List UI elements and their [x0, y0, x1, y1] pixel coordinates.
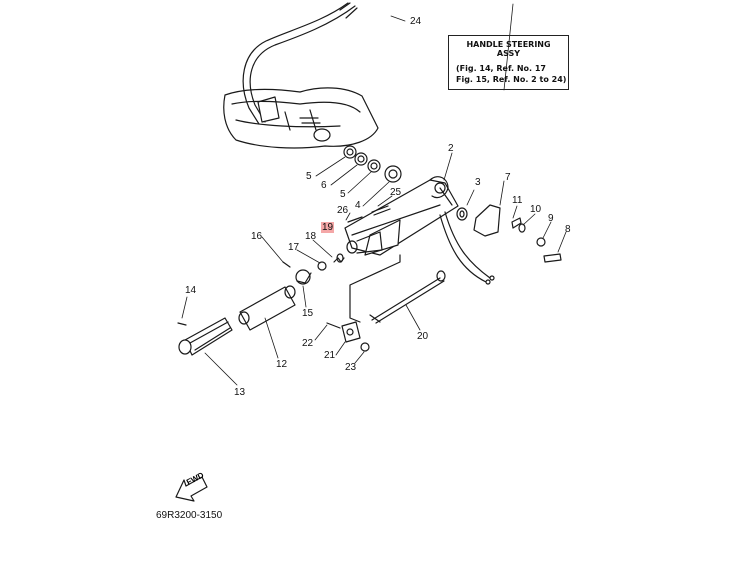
bracket-21 [341, 321, 361, 343]
washer-5b [367, 159, 381, 173]
callout-12[interactable]: 12 [276, 359, 288, 370]
callout-13[interactable]: 13 [234, 387, 246, 398]
callout-11[interactable]: 11 [512, 195, 523, 206]
washer-17 [317, 261, 327, 271]
callout-6[interactable]: 6 [321, 180, 327, 191]
friction-plate-7 [473, 204, 501, 237]
callout-18[interactable]: 18 [305, 231, 317, 242]
callout-14[interactable]: 14 [185, 285, 197, 296]
throttle-shaft-20 [369, 270, 446, 324]
washer-5a [343, 145, 357, 159]
fwd-arrow-icon [175, 476, 208, 502]
diagram-code: 69R3200-3150 [156, 510, 223, 521]
pin-26 [347, 216, 363, 223]
callout-3[interactable]: 3 [475, 177, 481, 188]
plate-19 [336, 253, 344, 263]
info-box-subtitle: ASSY [496, 49, 521, 58]
callout-8[interactable]: 8 [565, 224, 571, 235]
collar-3 [456, 207, 468, 221]
info-box-title: HANDLE STEERING [466, 40, 551, 49]
callout-22[interactable]: 22 [302, 338, 314, 349]
mount-bracket [223, 87, 379, 149]
callout-23[interactable]: 23 [345, 362, 357, 373]
callout-5-bottom[interactable]: 5 [340, 189, 346, 200]
info-box-ref-line: (Fig. 14, Ref. No. 17 [456, 64, 546, 73]
callout-19-highlight: 19 [321, 222, 335, 233]
throttle-wires [439, 211, 495, 285]
steering-handle-bracket-2 [344, 176, 459, 256]
info-box: HANDLE STEERING ASSY (Fig. 14, Ref. No. … [448, 35, 569, 90]
callout-7[interactable]: 7 [505, 172, 511, 183]
bushing-6 [354, 152, 368, 166]
steering-cable-24 [242, 2, 358, 125]
washer-10 [518, 223, 526, 233]
nut-23 [360, 342, 370, 352]
handle-grip-13 [178, 317, 233, 356]
info-box-ref-line: Fig. 15, Ref. No. 2 to 24) [456, 75, 567, 84]
callout-20[interactable]: 20 [417, 331, 429, 342]
callout-24[interactable]: 24 [410, 16, 422, 27]
callout-2[interactable]: 2 [448, 143, 454, 154]
callout-19[interactable]: 19 [321, 222, 335, 234]
callout-15[interactable]: 15 [302, 308, 314, 319]
bolt-11 [511, 217, 522, 229]
callout-26[interactable]: 26 [337, 205, 349, 216]
callout-5-top[interactable]: 5 [306, 171, 312, 182]
callout-17[interactable]: 17 [288, 242, 300, 253]
callout-25[interactable]: 25 [390, 187, 402, 198]
bolt-8 [543, 253, 562, 263]
callout-21[interactable]: 21 [324, 350, 336, 361]
screw-14 [177, 322, 187, 326]
info-box-refs: (Fig. 14, Ref. No. 17 Fig. 15, Ref. No. … [449, 63, 568, 85]
bushing-4 [384, 165, 402, 183]
bracket-bushing [313, 128, 331, 142]
washer-9 [536, 237, 546, 247]
callout-4[interactable]: 4 [355, 200, 361, 211]
bolt-22 [326, 322, 341, 329]
handle-shaft [346, 219, 401, 323]
callout-10[interactable]: 10 [530, 204, 542, 215]
screw-16 [282, 261, 291, 268]
collar-15 [295, 269, 312, 285]
callout-9[interactable]: 9 [548, 213, 554, 224]
pin-25 [371, 205, 391, 216]
throttle-grip-12 [238, 285, 296, 331]
callout-16[interactable]: 16 [251, 231, 263, 242]
leader-lines [181, 3, 567, 386]
